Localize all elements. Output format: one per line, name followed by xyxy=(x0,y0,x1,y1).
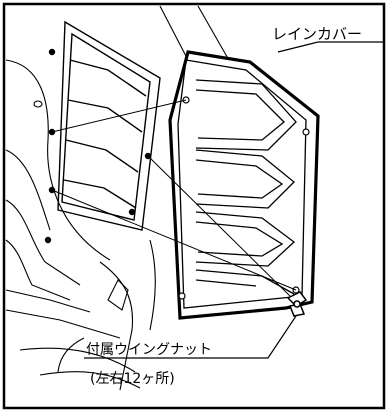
rain-cover-label: レインカバー xyxy=(272,25,362,43)
wing-nut-note: (左右12ヶ所) xyxy=(90,371,175,387)
wing-nut-label: 付属ウイングナット xyxy=(86,342,212,358)
rain-cover-panel xyxy=(168,50,320,320)
wing-nut-leader xyxy=(84,315,297,359)
wing-nut xyxy=(286,291,308,317)
assembly-guide-lines xyxy=(51,99,297,299)
left-louver-panel xyxy=(44,20,161,244)
vehicle-body-lines xyxy=(5,5,231,391)
rain-cover-leader xyxy=(277,41,384,53)
